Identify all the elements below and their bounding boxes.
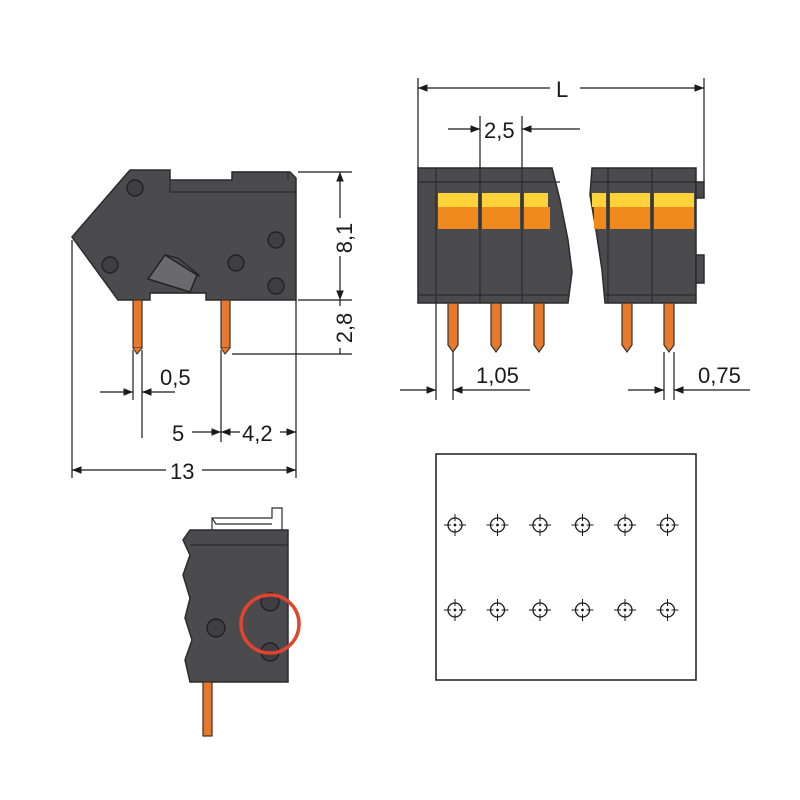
side-view-pin-left xyxy=(132,299,143,349)
pcb-hole xyxy=(571,514,594,536)
detail-view-pin xyxy=(202,681,213,737)
pcb-hole xyxy=(571,599,594,621)
side-offset-label: 1,05 xyxy=(476,363,519,388)
pcb-hole xyxy=(614,514,636,536)
pcb-hole xyxy=(486,599,509,621)
right-offset-label: 0,75 xyxy=(698,363,741,388)
pcb-hole xyxy=(529,514,551,536)
pcb-holes xyxy=(444,514,679,621)
side-view-hole-right-upper xyxy=(267,231,285,249)
side-view-hole-center xyxy=(227,254,245,272)
side-view-dimensions: 8,1 2,8 0,5 5 4,2 13 xyxy=(71,171,357,484)
side-view xyxy=(71,169,297,355)
pcb-hole xyxy=(444,514,466,536)
front-view xyxy=(417,167,705,354)
detail-view-hole-upper xyxy=(260,592,280,612)
pcb-footprint xyxy=(435,453,697,681)
front-view-dimensions: L 2,5 1,05 0,75 xyxy=(400,74,750,400)
side-view-hole-top xyxy=(126,179,144,197)
length-label: L xyxy=(556,77,568,102)
pcb-hole xyxy=(444,599,466,621)
depth-label: 13 xyxy=(170,459,194,484)
pcb-hole xyxy=(486,514,509,536)
front-view-levers xyxy=(438,193,694,229)
pin-offset-label: 5 xyxy=(172,421,184,446)
pin-spacing-label: 4,2 xyxy=(242,421,273,446)
side-view-top-clip xyxy=(169,171,296,193)
side-view-pin-right xyxy=(220,299,231,349)
pin-width-label: 0,5 xyxy=(160,365,191,390)
pin-length-label: 2,8 xyxy=(332,313,357,344)
front-view-housing-left xyxy=(417,167,573,304)
pcb-hole xyxy=(529,599,551,621)
pcb-hole xyxy=(656,599,679,621)
detail-view-hole-left xyxy=(206,618,226,638)
front-view-pins xyxy=(447,302,675,354)
pcb-hole xyxy=(656,514,679,536)
detail-highlight-circle xyxy=(239,593,301,655)
side-view-hole-right-lower xyxy=(267,277,285,295)
side-view-hole-left xyxy=(101,256,119,274)
pcb-outline xyxy=(435,453,697,681)
front-view-housing-right xyxy=(589,167,697,304)
pcb-hole xyxy=(614,599,636,621)
front-view-side-clip-bottom xyxy=(695,254,705,284)
pitch-label: 2,5 xyxy=(484,118,515,143)
detail-view-housing xyxy=(182,529,289,683)
front-view-side-clip-top xyxy=(695,181,705,199)
height-label: 8,1 xyxy=(332,223,357,254)
detail-view xyxy=(182,507,301,737)
